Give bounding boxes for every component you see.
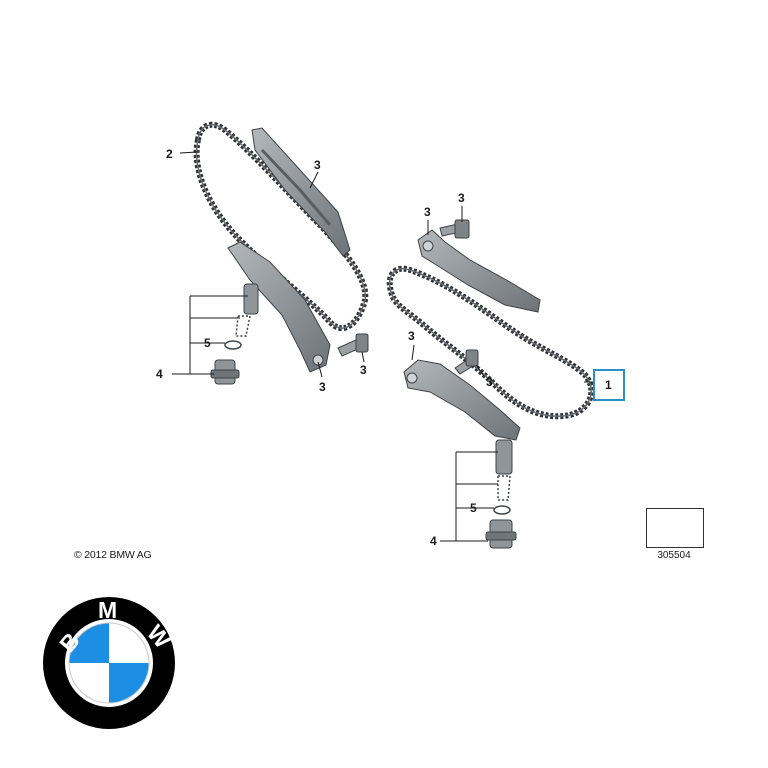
reference-number: 305504: [657, 550, 691, 561]
callout-2: 2: [166, 147, 173, 161]
callout-3-f: 3: [408, 329, 415, 343]
callout-1: 1: [605, 378, 612, 392]
callout-1-highlight[interactable]: 1: [593, 369, 625, 401]
callout-3-c: 3: [360, 363, 367, 377]
copyright-text: © 2012 BMW AG: [74, 549, 152, 561]
guide-rail-left-upper: [251, 127, 351, 257]
callout-4-right: 4: [430, 534, 437, 548]
callout-5-left: 5: [204, 336, 211, 350]
bmw-logo: B M W: [43, 597, 176, 729]
timing-chain-right[interactable]: [386, 265, 595, 420]
guide-rail-left-lower: [227, 241, 331, 373]
callout-3-b: 3: [319, 380, 326, 394]
logo-letter-m: M: [98, 597, 117, 623]
callout-3-d: 3: [424, 205, 431, 219]
bolt-right-lower: [454, 349, 479, 375]
guide-rail-right-upper: [417, 229, 541, 313]
reference-box: [646, 508, 704, 548]
bolt-left: [337, 333, 369, 357]
tensioner-right: [485, 439, 517, 549]
guide-rail-right-lower: [403, 359, 521, 441]
leader-lines: [172, 151, 596, 542]
timing-chain-left: [193, 121, 369, 331]
callout-3-g: 3: [486, 375, 493, 389]
callout-4-left: 4: [156, 367, 163, 381]
callout-3-a: 3: [314, 158, 321, 172]
callout-3-e: 3: [458, 191, 465, 205]
tensioner-left: [210, 283, 259, 385]
callout-5-right: 5: [470, 501, 477, 515]
callout-labels: 2 3 3 3 3 3 3 3 5 4 5 4: [156, 147, 493, 548]
bolt-right-upper: [439, 219, 470, 239]
